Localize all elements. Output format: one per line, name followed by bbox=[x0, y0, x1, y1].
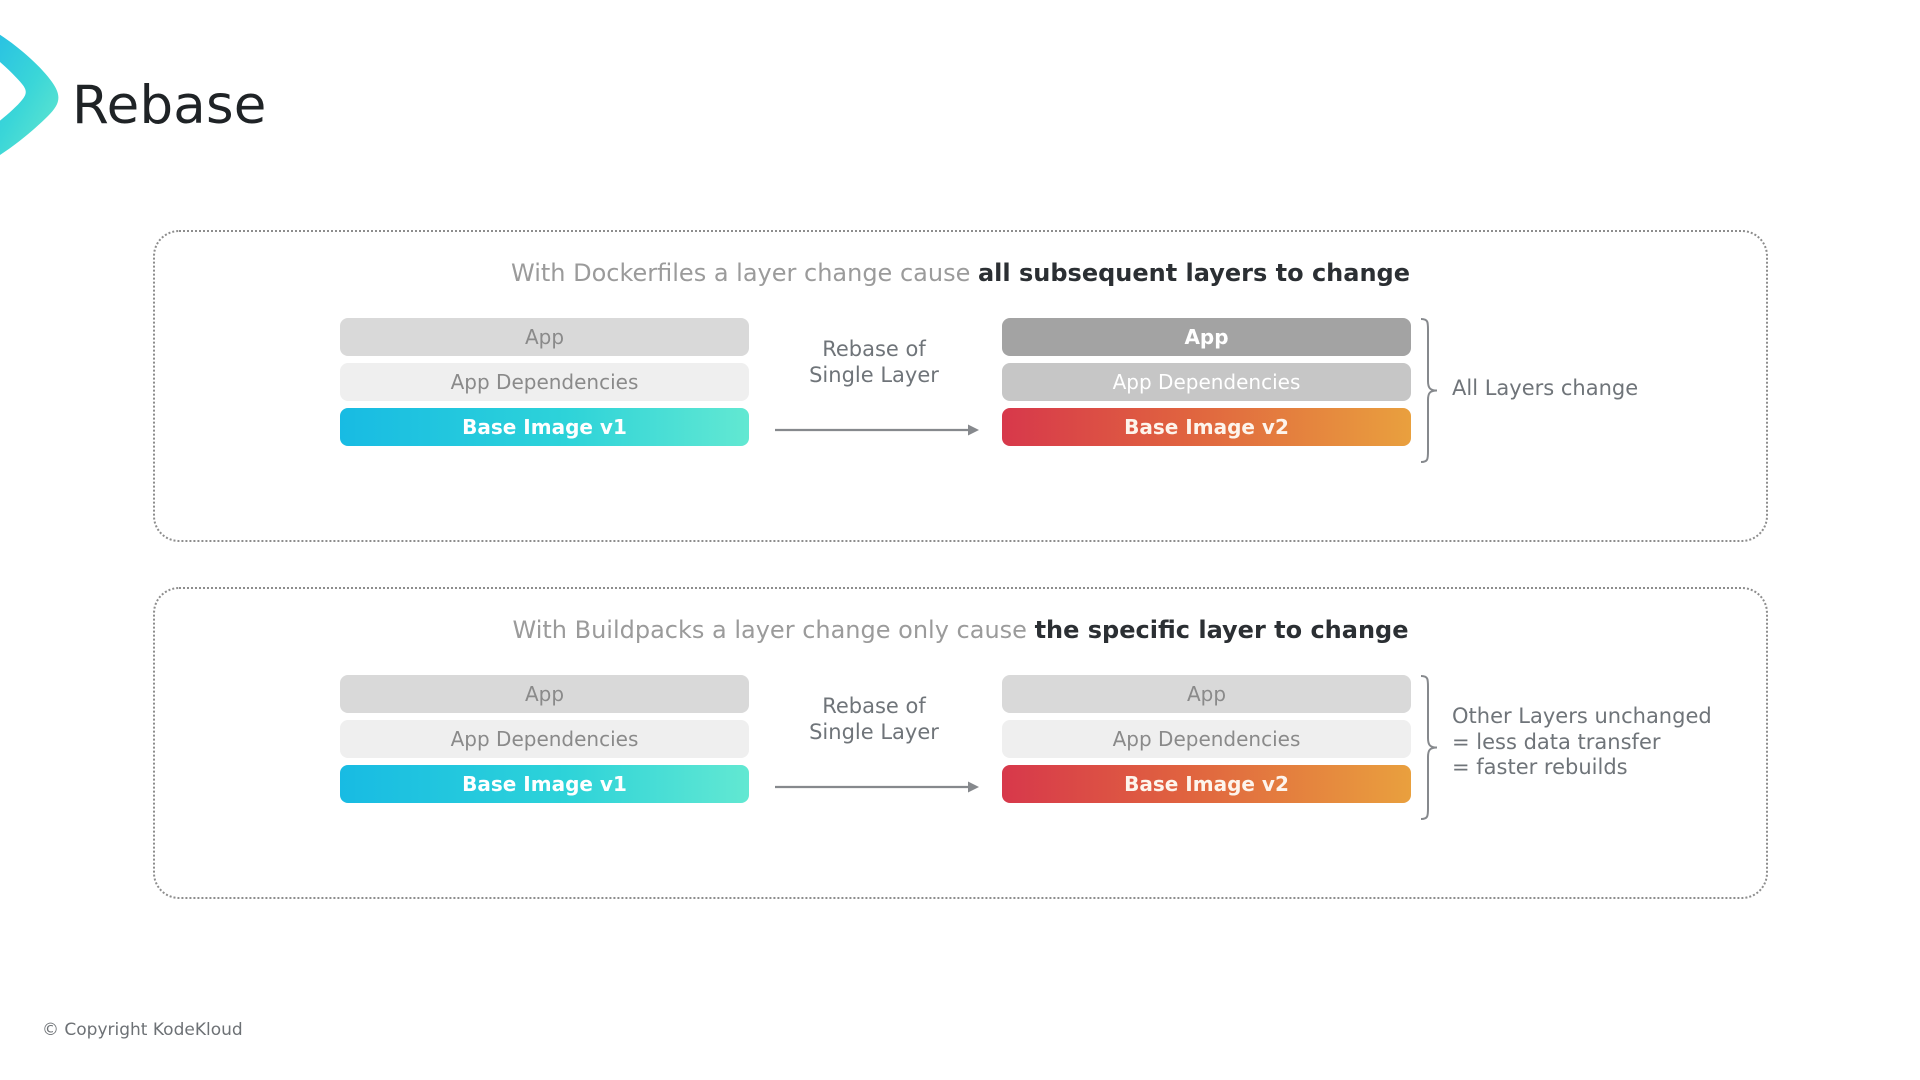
panel-annotation: All Layers change bbox=[1452, 376, 1638, 402]
layer-app-deps: App Dependencies bbox=[340, 720, 749, 758]
rebase-arrow-label: Rebase of Single Layer bbox=[749, 336, 999, 389]
curly-brace-icon bbox=[1420, 318, 1438, 463]
layer-app: App bbox=[340, 675, 749, 713]
panel-heading-bold: all subsequent layers to change bbox=[977, 259, 1411, 287]
layer-app-deps: App Dependencies bbox=[340, 363, 749, 401]
layer-base-image-v2: Base Image v2 bbox=[1002, 408, 1411, 446]
panel-heading: With Buildpacks a layer change only caus… bbox=[155, 615, 1766, 646]
panel-annotation: Other Layers unchanged = less data trans… bbox=[1452, 704, 1712, 781]
rebase-label-line-1: Rebase of bbox=[822, 337, 926, 361]
layer-app-deps: App Dependencies bbox=[1002, 720, 1411, 758]
rebase-label-line-1: Rebase of bbox=[822, 694, 926, 718]
panel-heading: With Dockerfiles a layer change cause al… bbox=[155, 258, 1766, 289]
layer-base-image-v2: Base Image v2 bbox=[1002, 765, 1411, 803]
layer-stack-after: App App Dependencies Base Image v2 bbox=[1002, 675, 1411, 803]
layer-app: App bbox=[1002, 675, 1411, 713]
layer-stack-before: App App Dependencies Base Image v1 bbox=[340, 318, 749, 446]
rebase-arrow-icon bbox=[775, 422, 980, 436]
layer-base-image-v1: Base Image v1 bbox=[340, 765, 749, 803]
panel-buildpacks: With Buildpacks a layer change only caus… bbox=[153, 587, 1768, 899]
layer-stack-after: App App Dependencies Base Image v2 bbox=[1002, 318, 1411, 446]
annotation-line: Other Layers unchanged bbox=[1452, 704, 1712, 728]
layer-stack-before: App App Dependencies Base Image v1 bbox=[340, 675, 749, 803]
copyright-footer: © Copyright KodeKloud bbox=[42, 1020, 243, 1040]
layer-app: App bbox=[340, 318, 749, 356]
panel-dockerfiles: With Dockerfiles a layer change cause al… bbox=[153, 230, 1768, 542]
curly-brace-icon bbox=[1420, 675, 1438, 820]
annotation-line: = less data transfer bbox=[1452, 729, 1661, 754]
kodekloud-chevron-logo-icon bbox=[0, 18, 64, 168]
panel-heading-light: With Buildpacks a layer change only caus… bbox=[512, 616, 1027, 644]
panel-heading-light: With Dockerfiles a layer change cause bbox=[510, 259, 971, 287]
page-title: Rebase bbox=[72, 75, 267, 136]
rebase-label-line-2: Single Layer bbox=[809, 720, 939, 745]
rebase-label-line-2: Single Layer bbox=[809, 363, 939, 388]
layer-base-image-v1: Base Image v1 bbox=[340, 408, 749, 446]
annotation-line: = faster rebuilds bbox=[1452, 755, 1628, 780]
annotation-line: All Layers change bbox=[1452, 376, 1639, 400]
layer-app-deps: App Dependencies bbox=[1002, 363, 1411, 401]
panel-heading-bold: the specific layer to change bbox=[1034, 616, 1409, 644]
rebase-arrow-icon bbox=[775, 779, 980, 793]
layer-app: App bbox=[1002, 318, 1411, 356]
rebase-arrow-label: Rebase of Single Layer bbox=[749, 693, 999, 746]
